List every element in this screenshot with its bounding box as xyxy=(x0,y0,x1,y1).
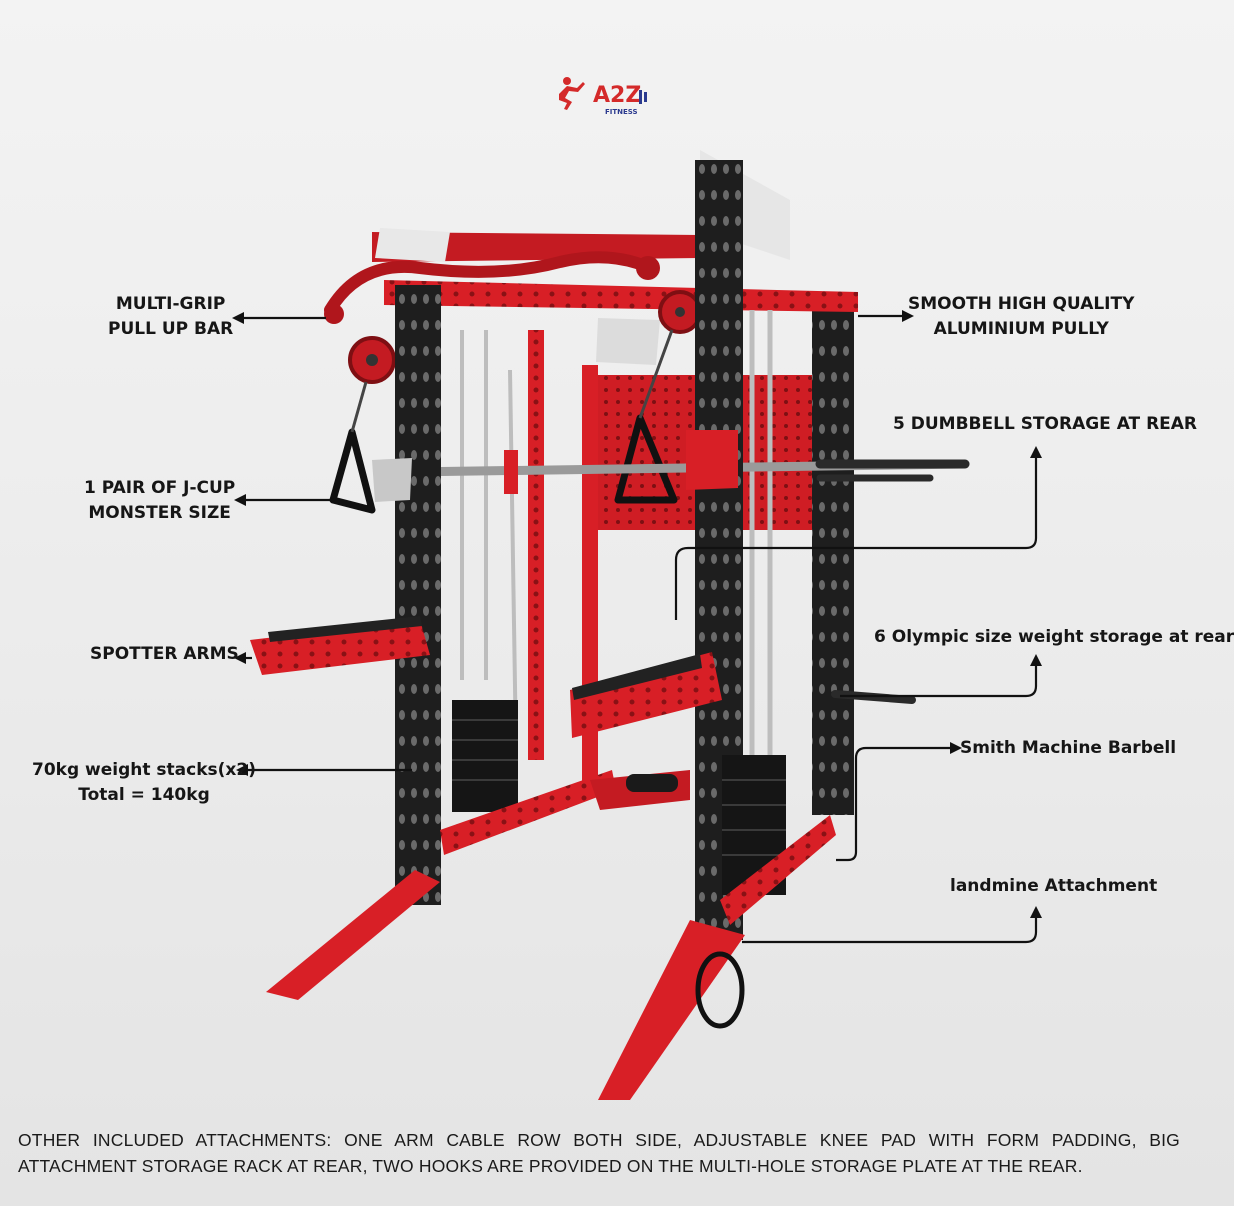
callout-dumbbell-storage: 5 DUMBBELL STORAGE AT REAR xyxy=(893,414,1198,434)
callout-pulley-line1: SMOOTH HIGH QUALITY xyxy=(908,294,1135,314)
left-spotter-arm xyxy=(250,620,430,675)
arrow-right-icon xyxy=(902,310,914,322)
base-side-rail xyxy=(440,770,616,855)
arrow-left-icon xyxy=(232,312,244,324)
callout-j-cup-line1: 1 PAIR OF J-CUP xyxy=(84,478,236,498)
logo-sub-text: FITNESS xyxy=(605,108,638,116)
callout-weight-stacks-line1: 70kg weight stacks(x2) xyxy=(32,760,256,780)
callout-olympic-storage: 6 Olympic size weight storage at rear xyxy=(874,627,1234,647)
right-front-leg xyxy=(598,920,745,1100)
callout-landmine: landmine Attachment xyxy=(950,876,1158,896)
a2z-fitness-logo: A2Z FITNESS xyxy=(559,77,647,116)
left-weight-stack xyxy=(452,700,518,812)
arrow-left-icon xyxy=(234,652,246,664)
arrow-right-icon xyxy=(950,742,962,754)
included-attachments-note: OTHER INCLUDED ATTACHMENTS: ONE ARM CABL… xyxy=(18,1130,1180,1176)
arrow-left-icon xyxy=(234,494,246,506)
left-front-leg xyxy=(266,870,440,1000)
callout-j-cup: 1 PAIR OF J-CUP MONSTER SIZE xyxy=(84,476,235,526)
arrow-up-icon xyxy=(1030,446,1042,458)
functional-trainer-illustration xyxy=(232,150,1042,1100)
front-left-upright xyxy=(395,285,441,905)
callout-pulley-line2: ALUMINIUM PULLY xyxy=(933,319,1109,339)
callout-pull-up-bar: MULTI-GRIP PULL UP BAR xyxy=(108,292,233,342)
right-j-cup xyxy=(686,430,738,490)
callout-spotter-arms: SPOTTER ARMS xyxy=(90,644,239,664)
callout-j-cup-line2: MONSTER SIZE xyxy=(88,503,231,523)
logo-brand-text: A2Z xyxy=(593,83,641,108)
rear-left-upright xyxy=(528,330,544,760)
left-cable-handle xyxy=(329,428,376,514)
arrow-up-icon xyxy=(1030,906,1042,918)
left-top-plate xyxy=(375,228,450,262)
arrow-up-icon xyxy=(1030,654,1042,666)
pull-up-bar xyxy=(324,251,656,316)
callout-pull-up-bar-line1: MULTI-GRIP xyxy=(115,294,226,314)
product-infographic: A2Z FITNESS xyxy=(18,77,1234,1176)
runner-icon xyxy=(559,77,585,110)
mid-top-plate xyxy=(596,318,660,365)
callout-smith-barbell: Smith Machine Barbell xyxy=(960,738,1177,758)
rear-right-upright xyxy=(812,295,854,815)
landmine-attachment xyxy=(695,951,745,1029)
callout-pull-up-bar-line2: PULL UP BAR xyxy=(108,319,234,339)
right-spotter-arm xyxy=(570,652,722,738)
callout-pulley: SMOOTH HIGH QUALITY ALUMINIUM PULLY xyxy=(908,292,1134,342)
callout-arrowheads xyxy=(232,310,1042,918)
callout-weight-stacks-line2: Total = 140kg xyxy=(78,785,210,805)
knee-pad xyxy=(626,774,678,792)
callout-connectors xyxy=(238,314,1038,944)
right-cable-handle xyxy=(614,414,678,504)
arrow-left-icon xyxy=(236,764,248,776)
callout-weight-stacks: 70kg weight stacks(x2) Total = 140kg xyxy=(32,758,256,808)
left-j-cup xyxy=(372,458,412,502)
top-front-beam xyxy=(384,280,858,312)
